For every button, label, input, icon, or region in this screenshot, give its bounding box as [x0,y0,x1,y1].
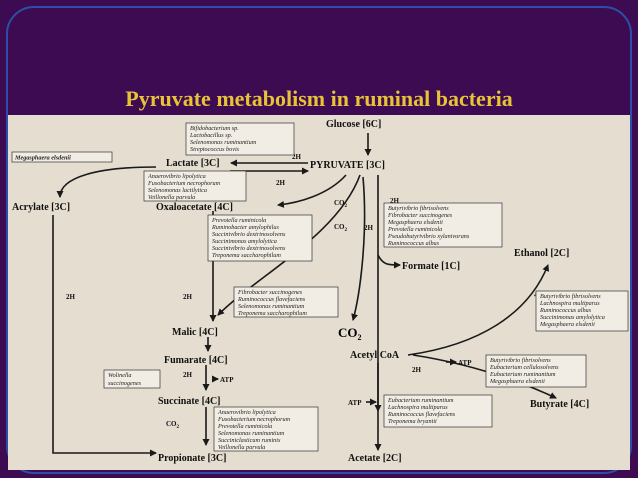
organism-box-butyrate [485,354,587,388]
metabolite-butyrate: Butyrate [4C] [530,399,589,410]
organism-label: Treponema saccharophilum [238,310,307,317]
label-atp: ATP [458,359,472,367]
organism-label: Succiniclasticum ruminis [218,437,281,444]
organism-label: Treponema saccharophilum [212,252,281,259]
organism-label: Veillonella parvula [148,194,195,201]
organism-label: Veillonella parvula [218,444,265,451]
metabolite-pyruvate: PYRUVATE [3C] [310,160,385,171]
metabolite-succinate: Succinate [4C] [158,396,221,407]
organism-label: Succinivibrio dextrinosolvens [212,231,286,238]
organism-label: Lactobacillus sp. [189,132,232,139]
organism-box-wolinella [103,369,161,389]
label-2h: 2H [390,197,400,205]
arrow-acrylate-propionate [52,215,157,457]
organism-box-propionate [213,406,319,452]
organism-label: Fibrobacter succinogenes [387,212,453,219]
metabolite-acrylate: Acrylate [3C] [12,202,70,213]
arrow-co2 [351,176,366,321]
arrow-formate [377,254,401,269]
metabolite-propionate: Propionate [3C] [158,453,226,464]
slide-title: Pyruvate metabolism in ruminal bacteria [125,86,513,111]
organism-label: Megasphaera elsdenii [387,219,443,226]
organism-label: Eubacterium cellulosolvens [489,364,559,371]
label-2h: 2H [66,293,76,301]
label-2h: 2H [364,224,374,232]
organism-box-lactate [143,170,247,202]
organism-label: Selenomonas ruminantium [218,430,285,437]
organism-label: Treponema bryantii [388,418,437,425]
metabolite-formate: Formate [1C] [402,261,460,272]
organism-label: Eubacterium ruminantium [489,371,556,378]
metabolite-oxaloacetate: Oxaloacetate [4C] [156,202,233,213]
metabolite-co2: CO2 [338,325,362,342]
metabolite-acetate: Acetate [2C] [348,453,402,464]
organism-label: Prevotella ruminicola [387,226,442,233]
label-2h: 2H [183,293,193,301]
metabolite-malate: Malic [4C] [172,327,218,338]
organism-label: Succinimonas amylolytica [212,238,277,245]
organism-label: Ruminococcus albus [539,307,592,314]
organism-box-acetate [383,394,493,428]
organism-label: Selenomonas ruminantium [190,139,257,146]
organism-label: Lachnospira multiparus [539,300,600,307]
metabolite-ethanol: Ethanol [2C] [514,248,569,259]
metabolite-fumarate: Fumarate [4C] [164,355,228,366]
organism-label: Selenomonas lactilytica [148,187,207,194]
organism-label: Succinivibrio dextrinosolvens [212,245,286,252]
label-co2: CO2 [166,420,180,430]
slide-frame [6,6,632,474]
organism-box-oxaloacetate [207,214,313,262]
pathway-figure: Glucose [6C] PYRUVATE [3C] Lactate [3C] … [8,115,630,470]
organism-label: Ruminococcus flavefaciens [387,411,456,418]
organism-label: Pseudobutyrivibrio xylanivorans [387,233,470,240]
label-2h: 2H [276,179,286,187]
organism-label: Selenomonas ruminantium [238,303,305,310]
pathway-diagram: Glucose [6C] PYRUVATE [3C] Lactate [3C] … [11,119,629,464]
label-2h: 2H [412,366,422,374]
organism-label: Ruminococcus albus [387,240,440,247]
arrow-acetylcoa-ethanol [407,264,550,356]
organism-label: Bifidobacterium sp. [190,125,239,132]
metabolite-lactate: Lactate [3C] [166,158,220,169]
organism-label: Anaerovibrio lipolytica [147,173,206,180]
organism-box-malate [233,286,339,318]
metabolite-glucose: Glucose [6C] [326,119,381,130]
organism-label: Ruminococcus flavefaciens [237,296,306,303]
organism-label: Wolinella [108,372,132,379]
organism-label: Butyrivibrio fibrisolvens [388,205,449,212]
organism-box-glucose-lactate [185,122,295,156]
organism-label: Butyrivibrio fibrisolvens [490,357,551,364]
organism-label: Lachnospira multiparus [387,404,448,411]
organism-label: Fibrobacter succinogenes [237,289,303,296]
label-co2: CO2 [334,199,348,209]
organism-box-formate [383,202,503,248]
organism-label: Prevotella ruminicola [211,217,266,224]
organism-label: Streptococcus bovis [190,146,240,153]
organism-box-ethanol [535,290,629,332]
organism-label: Fusobacterium necrophorum [147,180,221,187]
organism-label: Prevotella ruminicola [217,423,272,430]
organism-label: Fusobacterium necrophorum [217,416,291,423]
organism-box-megasphaera [11,151,113,163]
organism-label: Megasphaera elsdenii [489,378,545,385]
label-co2: CO2 [334,223,348,233]
organism-label: Megasphaera elsdenii [539,321,595,328]
label-2h: 2H [292,153,302,161]
organism-label: Ruminobacter amylophilus [211,224,279,231]
organism-label: Megasphaera elsdenii [14,155,71,162]
label-2h: 2H [183,371,193,379]
arrow-lactate-acrylate [56,166,157,198]
label-atp: ATP [220,376,234,384]
organism-label: Eubacterium ruminantium [387,397,454,404]
arrow-pyruvate-oxaloacetate [277,174,347,208]
organism-label: succinogenes [108,380,142,387]
label-atp: ATP [348,399,362,407]
organism-label: Butyrivibrio fibrisolvens [540,293,601,300]
organism-label: Succinimonas amylolytica [540,314,605,321]
metabolite-acetylcoa: Acetyl CoA [350,350,400,361]
organism-label: Anaerovibrio lipolytica [217,409,276,416]
